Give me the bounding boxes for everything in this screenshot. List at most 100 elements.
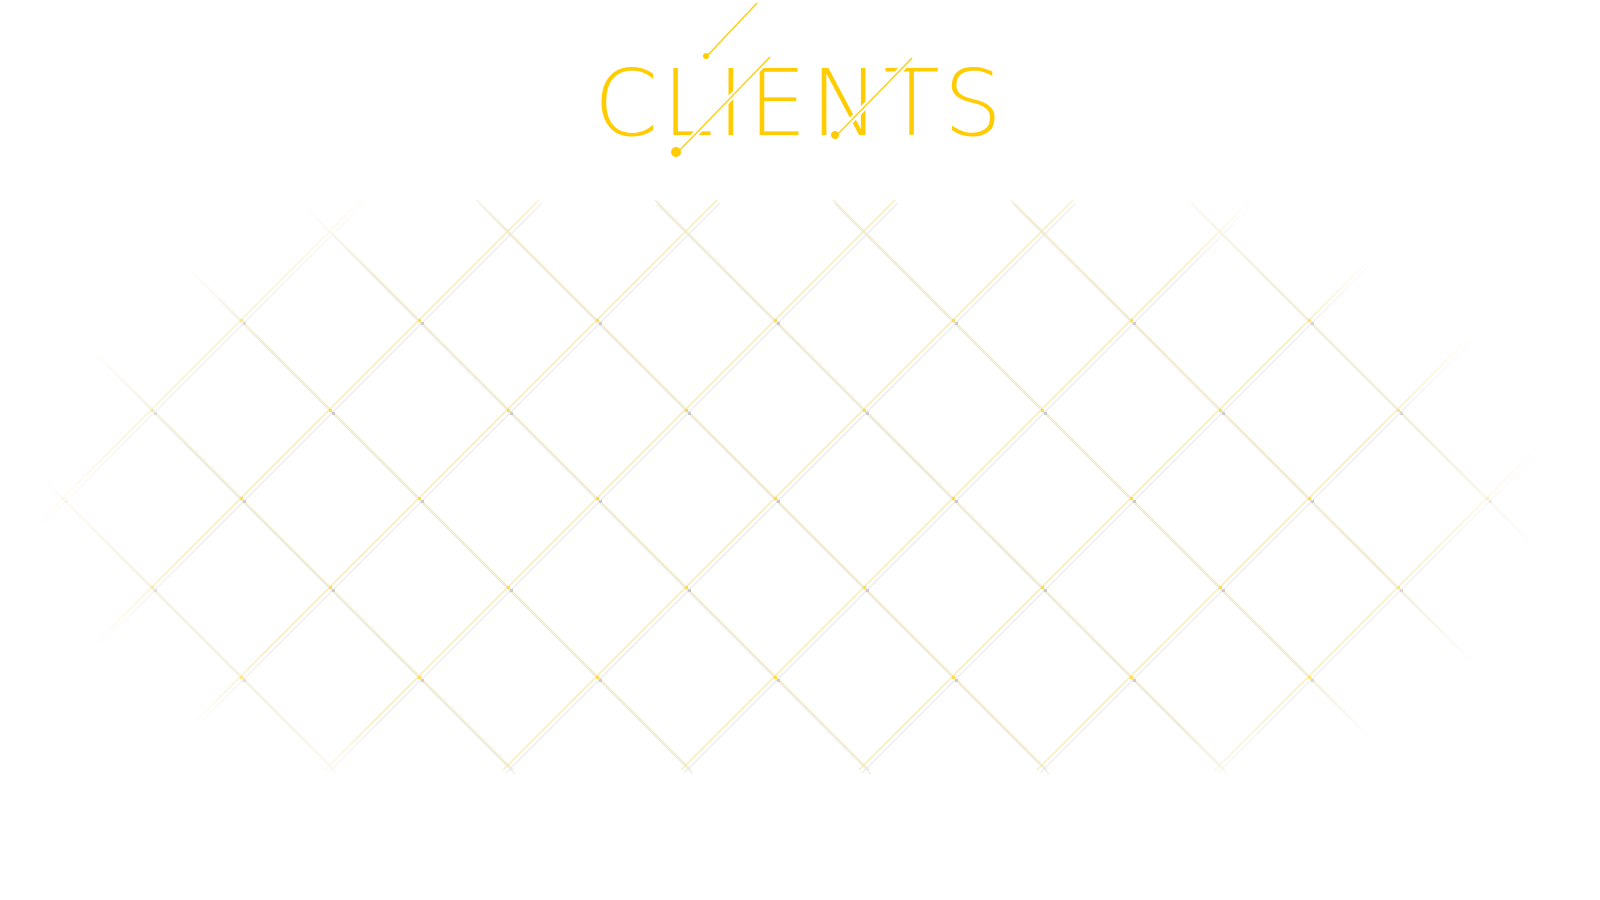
grid-node-shadow bbox=[1133, 500, 1136, 503]
grid-node bbox=[507, 409, 510, 412]
grid-line bbox=[0, 434, 336, 771]
decor-line bbox=[676, 56, 771, 154]
decor-line bbox=[835, 57, 913, 137]
grid-node-shadow bbox=[688, 589, 691, 592]
grid-line bbox=[832, 199, 1404, 771]
grid-node-shadow bbox=[332, 412, 335, 415]
grid-line-shadow bbox=[1573, 746, 1600, 774]
grid-node-shadow bbox=[1311, 500, 1314, 503]
grid-node bbox=[1130, 676, 1133, 679]
title-decoration-lines bbox=[671, 2, 915, 157]
grid-node bbox=[1041, 409, 1044, 412]
grid-node-shadow bbox=[1044, 412, 1047, 415]
grid-node-shadow bbox=[243, 500, 246, 503]
grid-node-shadow bbox=[1489, 322, 1492, 325]
grid-node-shadow bbox=[510, 589, 513, 592]
grid-node-shadow bbox=[243, 322, 246, 325]
grid-node bbox=[151, 409, 154, 412]
grid-node bbox=[863, 586, 866, 589]
grid-node-shadow bbox=[1311, 322, 1314, 325]
grid-node-shadow bbox=[510, 412, 513, 415]
grid-line bbox=[0, 199, 540, 740]
grid-node bbox=[1486, 497, 1489, 500]
grid-node-shadow bbox=[421, 679, 424, 682]
grid-line-shadow bbox=[834, 203, 1406, 775]
grid-node-shadow bbox=[243, 679, 246, 682]
section-title: CLIENTS bbox=[593, 50, 1007, 157]
grid-line-shadow bbox=[861, 202, 1433, 774]
grid-node bbox=[62, 497, 65, 500]
grid-node-shadow bbox=[421, 500, 424, 503]
grid-line bbox=[680, 199, 1252, 771]
grid-node-shadow bbox=[1133, 322, 1136, 325]
grid-line bbox=[146, 199, 718, 771]
grid-line bbox=[0, 199, 184, 384]
grid-node-shadow bbox=[421, 322, 424, 325]
grid-node bbox=[418, 497, 421, 500]
grid-line bbox=[1188, 199, 1600, 612]
grid-node bbox=[507, 586, 510, 589]
grid-line bbox=[476, 199, 1048, 771]
grid-node bbox=[240, 676, 243, 679]
section-header: CLIENTS bbox=[0, 0, 1600, 170]
grid-line-shadow bbox=[505, 202, 1077, 774]
grid-line-shadow bbox=[1546, 203, 1600, 258]
grid-node bbox=[774, 319, 777, 322]
grid-node bbox=[685, 409, 688, 412]
grid-node bbox=[596, 497, 599, 500]
grid-line-shadow bbox=[478, 203, 1050, 775]
grid-node bbox=[1308, 319, 1311, 322]
grid-node-shadow bbox=[1400, 589, 1403, 592]
grid-node-shadow bbox=[1489, 500, 1492, 503]
grid-line bbox=[0, 199, 362, 562]
grid-node-shadow bbox=[955, 322, 958, 325]
grid-node bbox=[863, 409, 866, 412]
grid-line-shadow bbox=[327, 202, 899, 774]
grid-line bbox=[0, 256, 514, 771]
grid-node-shadow bbox=[955, 679, 958, 682]
grid-node bbox=[1486, 676, 1489, 679]
grid-line-shadow bbox=[683, 202, 1255, 774]
grid-line bbox=[654, 199, 1226, 771]
decor-dot bbox=[671, 147, 681, 157]
grid-node bbox=[774, 497, 777, 500]
grid-line bbox=[858, 199, 1430, 771]
grid-line bbox=[1036, 206, 1600, 771]
grid-line bbox=[1010, 199, 1582, 771]
grid-node-shadow bbox=[154, 589, 157, 592]
grid-line-shadow bbox=[1012, 203, 1584, 775]
grid-node-shadow bbox=[332, 589, 335, 592]
grid-line-shadow bbox=[0, 614, 160, 775]
grid-line-shadow bbox=[656, 203, 1228, 775]
grid-node-shadow bbox=[1222, 589, 1225, 592]
grid-node bbox=[1130, 319, 1133, 322]
grid-node bbox=[240, 497, 243, 500]
grid-line bbox=[502, 199, 1074, 771]
grid-line-shadow bbox=[0, 202, 365, 568]
grid-node bbox=[240, 319, 243, 322]
grid-line bbox=[1392, 562, 1600, 771]
grid-node bbox=[1130, 497, 1133, 500]
grid-node-shadow bbox=[1044, 589, 1047, 592]
grid-node bbox=[418, 676, 421, 679]
grid-node-shadow bbox=[154, 412, 157, 415]
grid-line bbox=[0, 612, 158, 771]
decor-dot bbox=[831, 131, 839, 139]
grid-line bbox=[120, 199, 692, 771]
grid-line bbox=[1214, 384, 1600, 771]
grid-line bbox=[1544, 199, 1600, 256]
grid-line-shadow bbox=[0, 202, 543, 746]
grid-node bbox=[418, 319, 421, 322]
grid-node bbox=[151, 586, 154, 589]
grid-line-shadow bbox=[149, 202, 721, 774]
grid-node-shadow bbox=[777, 322, 780, 325]
grid-node bbox=[952, 319, 955, 322]
grid-line-shadow bbox=[1217, 390, 1600, 774]
grid-node bbox=[596, 676, 599, 679]
grid-line-shadow bbox=[1395, 568, 1600, 774]
grid-node-shadow bbox=[777, 679, 780, 682]
grid-line bbox=[298, 199, 870, 771]
grid-node bbox=[596, 319, 599, 322]
grid-node bbox=[329, 586, 332, 589]
